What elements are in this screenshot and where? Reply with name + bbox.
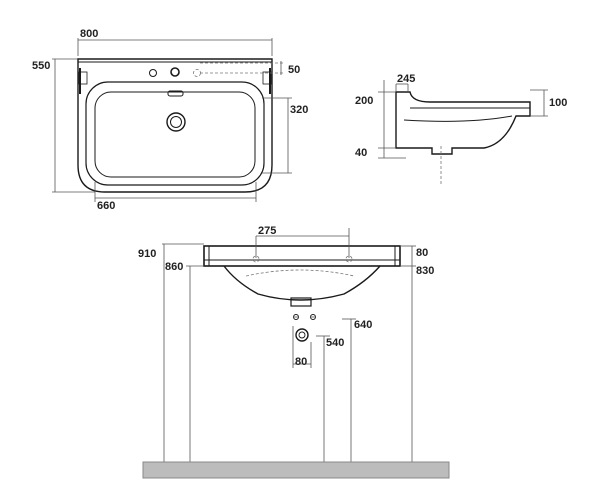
overflow-slot [167,90,184,97]
waste-outlet-icon [295,328,309,342]
top-inner-width-label: 660 [97,200,115,212]
front-top-height-label: 910 [138,248,156,260]
front-outer-height-label: 830 [416,265,434,277]
front-tap-spacing-label: 275 [258,225,276,237]
front-rim-height-label: 860 [165,261,183,273]
front-waste-width-label: 80 [295,356,307,368]
drain-icon [166,112,186,132]
side-view: 245 200 100 40 [355,73,567,186]
front-pipe-height-label: 640 [354,319,372,331]
basin-outline [77,58,273,193]
tap-hole-icon [170,67,180,77]
floor-slab [142,461,450,479]
side-rim-label: 100 [549,97,567,109]
front-waste-outlet [290,297,312,307]
top-tap-label: 50 [288,64,300,76]
side-back-label: 245 [397,73,415,85]
front-top-slab [203,245,401,267]
front-view: 275 910 860 80 830 640 80 540 [138,225,450,479]
side-profile [395,91,531,155]
basin-bowl [94,91,256,178]
tap-hole-icon [193,69,201,77]
top-depth-label: 550 [32,60,50,72]
front-thickness-label: 80 [416,247,428,259]
side-height-label: 200 [355,95,373,107]
top-view: 800 550 50 320 [32,28,308,212]
front-waste-height-label: 540 [326,337,344,349]
side-drain-label: 40 [355,147,367,159]
top-basin-depth-label: 320 [290,104,308,116]
top-width-label: 800 [80,28,98,40]
basin-rim [85,81,265,186]
tap-hole-icon [149,69,157,77]
front-bowl [223,265,381,301]
